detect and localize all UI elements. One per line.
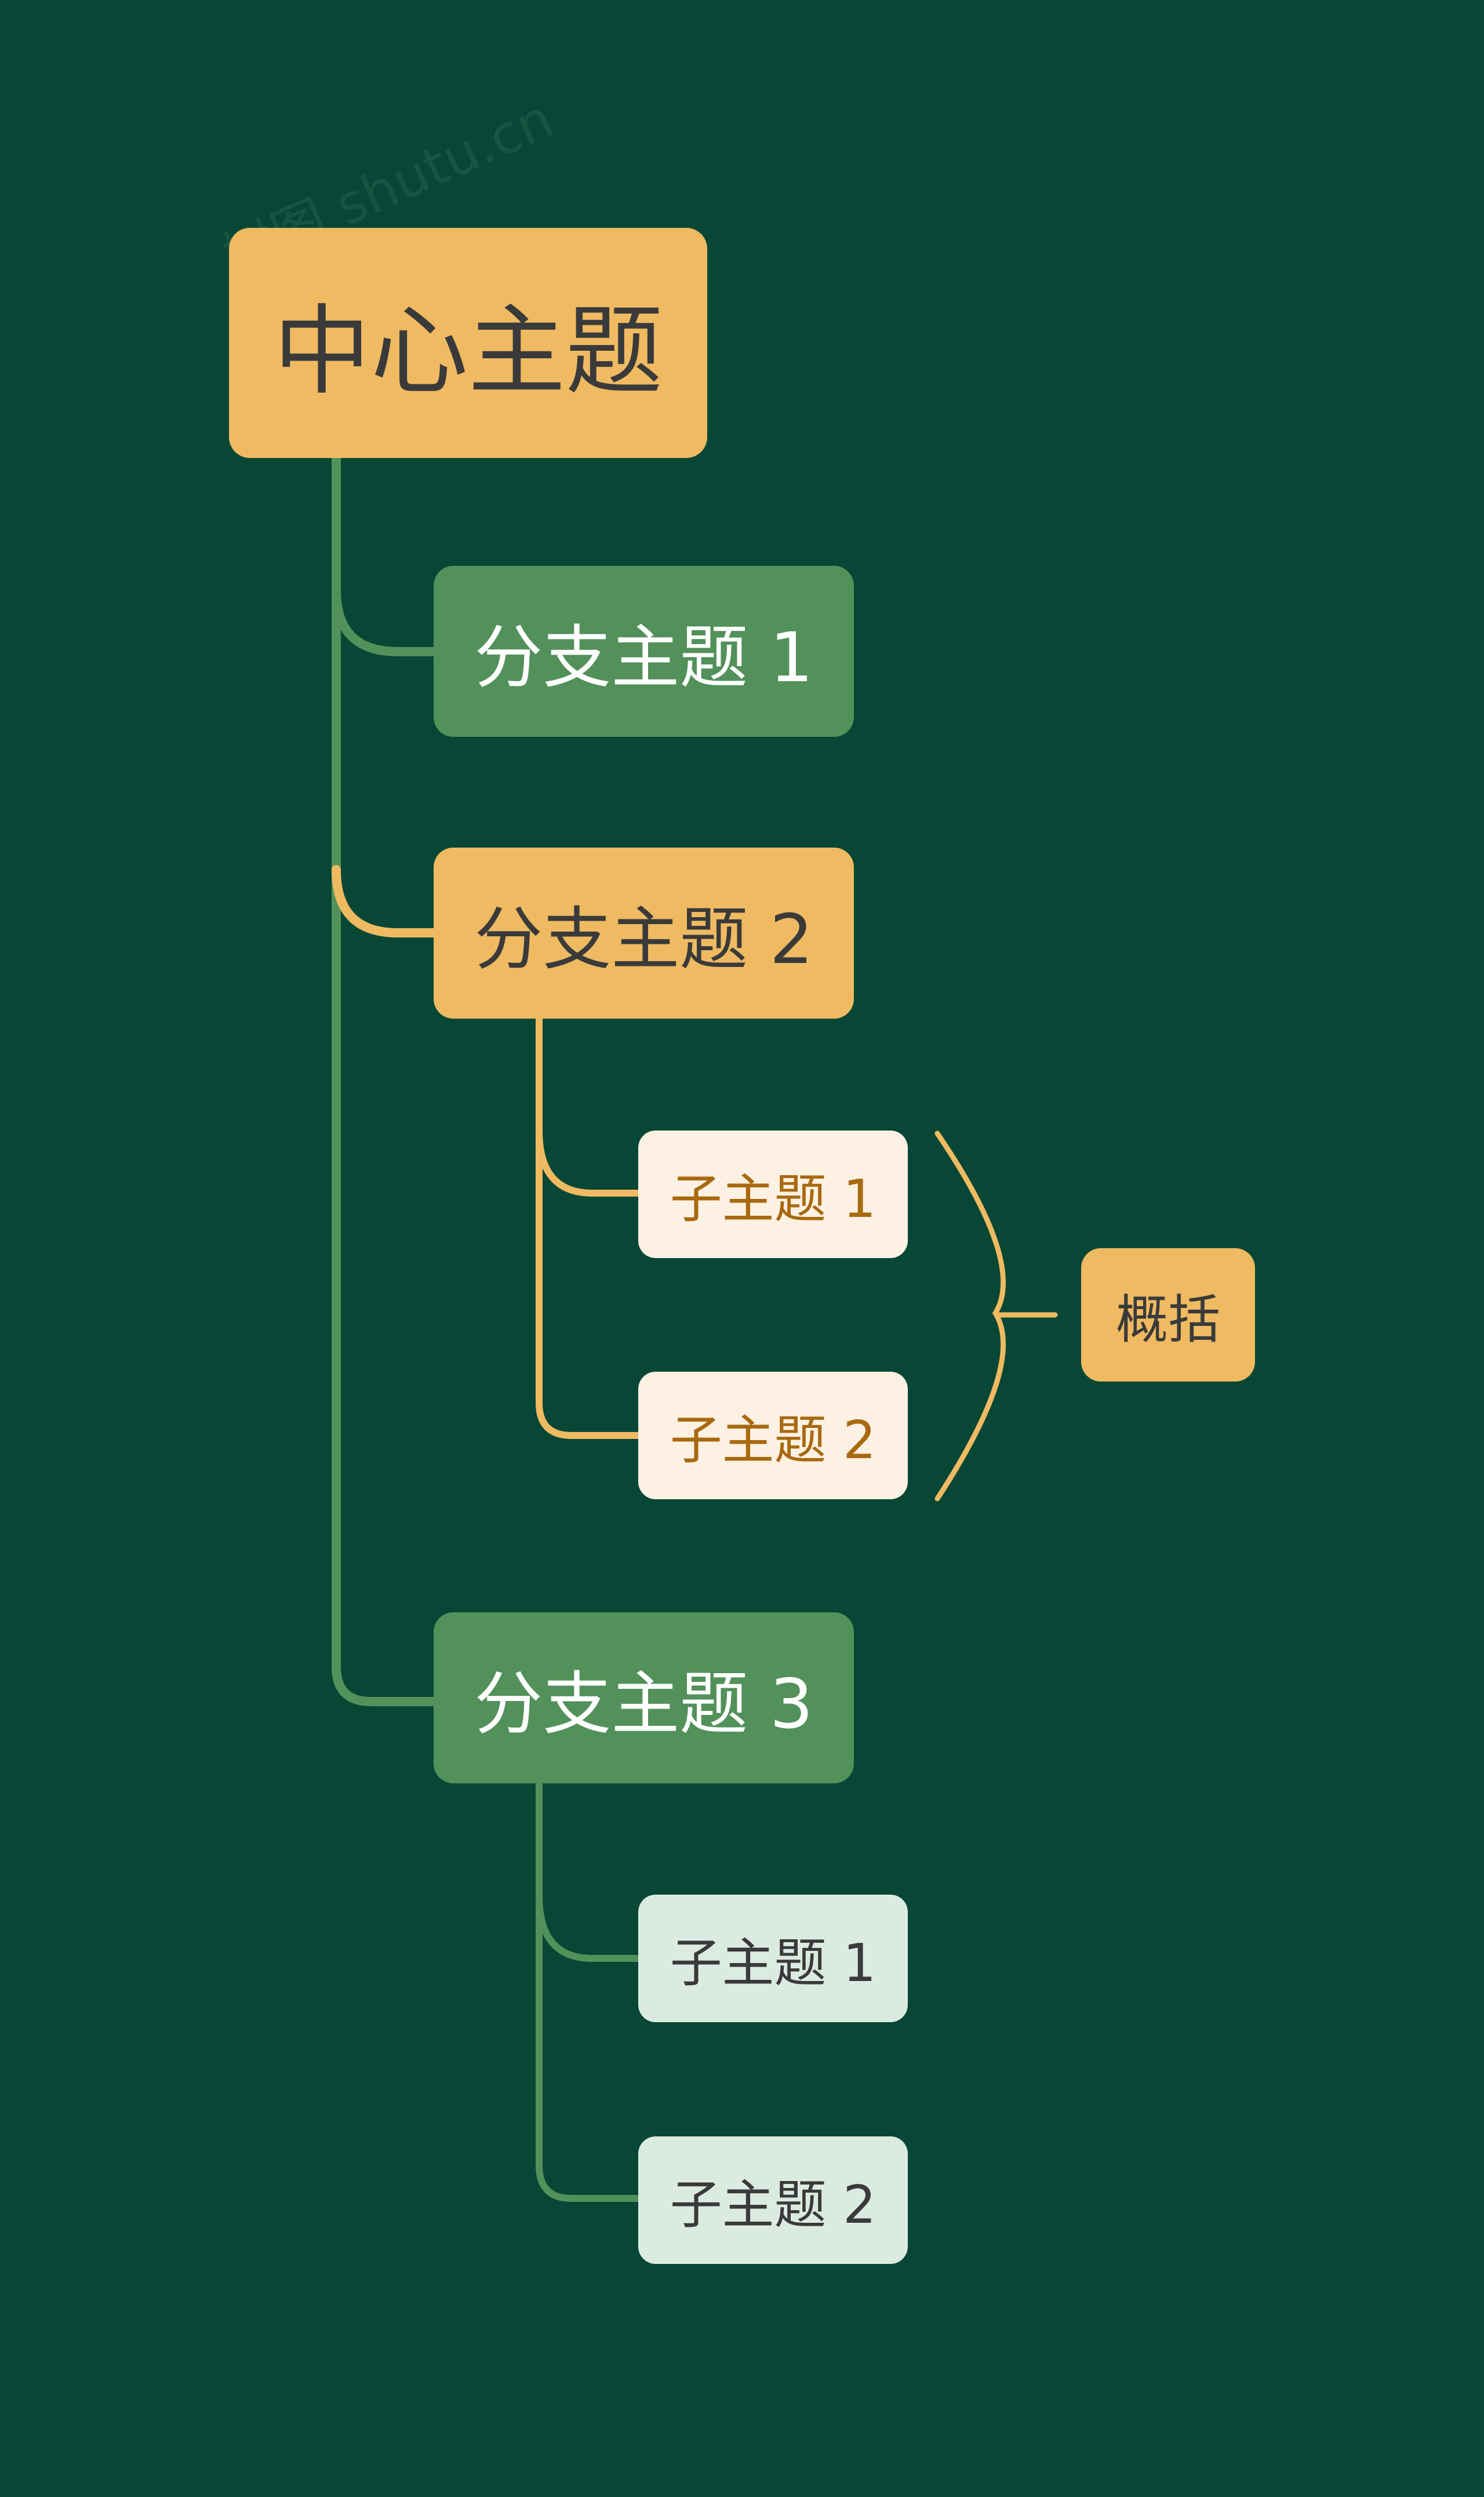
branch-topic-2-node[interactable]: 分支主题 2 [434, 848, 854, 1019]
branch-topic-1-node[interactable]: 分支主题 1 [434, 566, 854, 737]
subtopic-3-1-node[interactable]: 子主题 1 [638, 1895, 908, 2022]
branch-1-connector [332, 586, 438, 656]
branch-topic-3-node[interactable]: 分支主题 3 [434, 1612, 854, 1783]
branch-topic-3-label: 分支主题 3 [474, 1664, 813, 1744]
subtopic-3-2-node[interactable]: 子主题 2 [638, 2136, 908, 2264]
sub-3-1-connector [536, 1892, 642, 1962]
subtopic-2-1-label: 子主题 1 [670, 1169, 876, 1230]
central-topic-label: 中心主题 [273, 295, 663, 408]
central-topic-node[interactable]: 中心主题 [229, 228, 707, 458]
branch-3-subtrunk [536, 1780, 642, 2202]
subtopic-2-2-node[interactable]: 子主题 2 [638, 1372, 908, 1499]
subtopic-3-2-label: 子主题 2 [670, 2175, 876, 2236]
summary-bracket [934, 1131, 1006, 1502]
branch-2-connector [332, 865, 438, 937]
summary-label: 概括 [1116, 1289, 1220, 1350]
branch-topic-2-label: 分支主题 2 [474, 899, 813, 979]
subtopic-2-1-node[interactable]: 子主题 1 [638, 1131, 908, 1258]
summary-node[interactable]: 概括 [1081, 1248, 1255, 1382]
branch-topic-1-label: 分支主题 1 [474, 617, 813, 697]
sub-2-1-connector [536, 1127, 642, 1197]
trunk-line [332, 449, 438, 1706]
subtopic-3-1-label: 子主题 1 [670, 1933, 876, 1994]
branch-2-subtrunk [536, 1015, 642, 1439]
subtopic-2-2-label: 子主题 2 [670, 1410, 876, 1471]
